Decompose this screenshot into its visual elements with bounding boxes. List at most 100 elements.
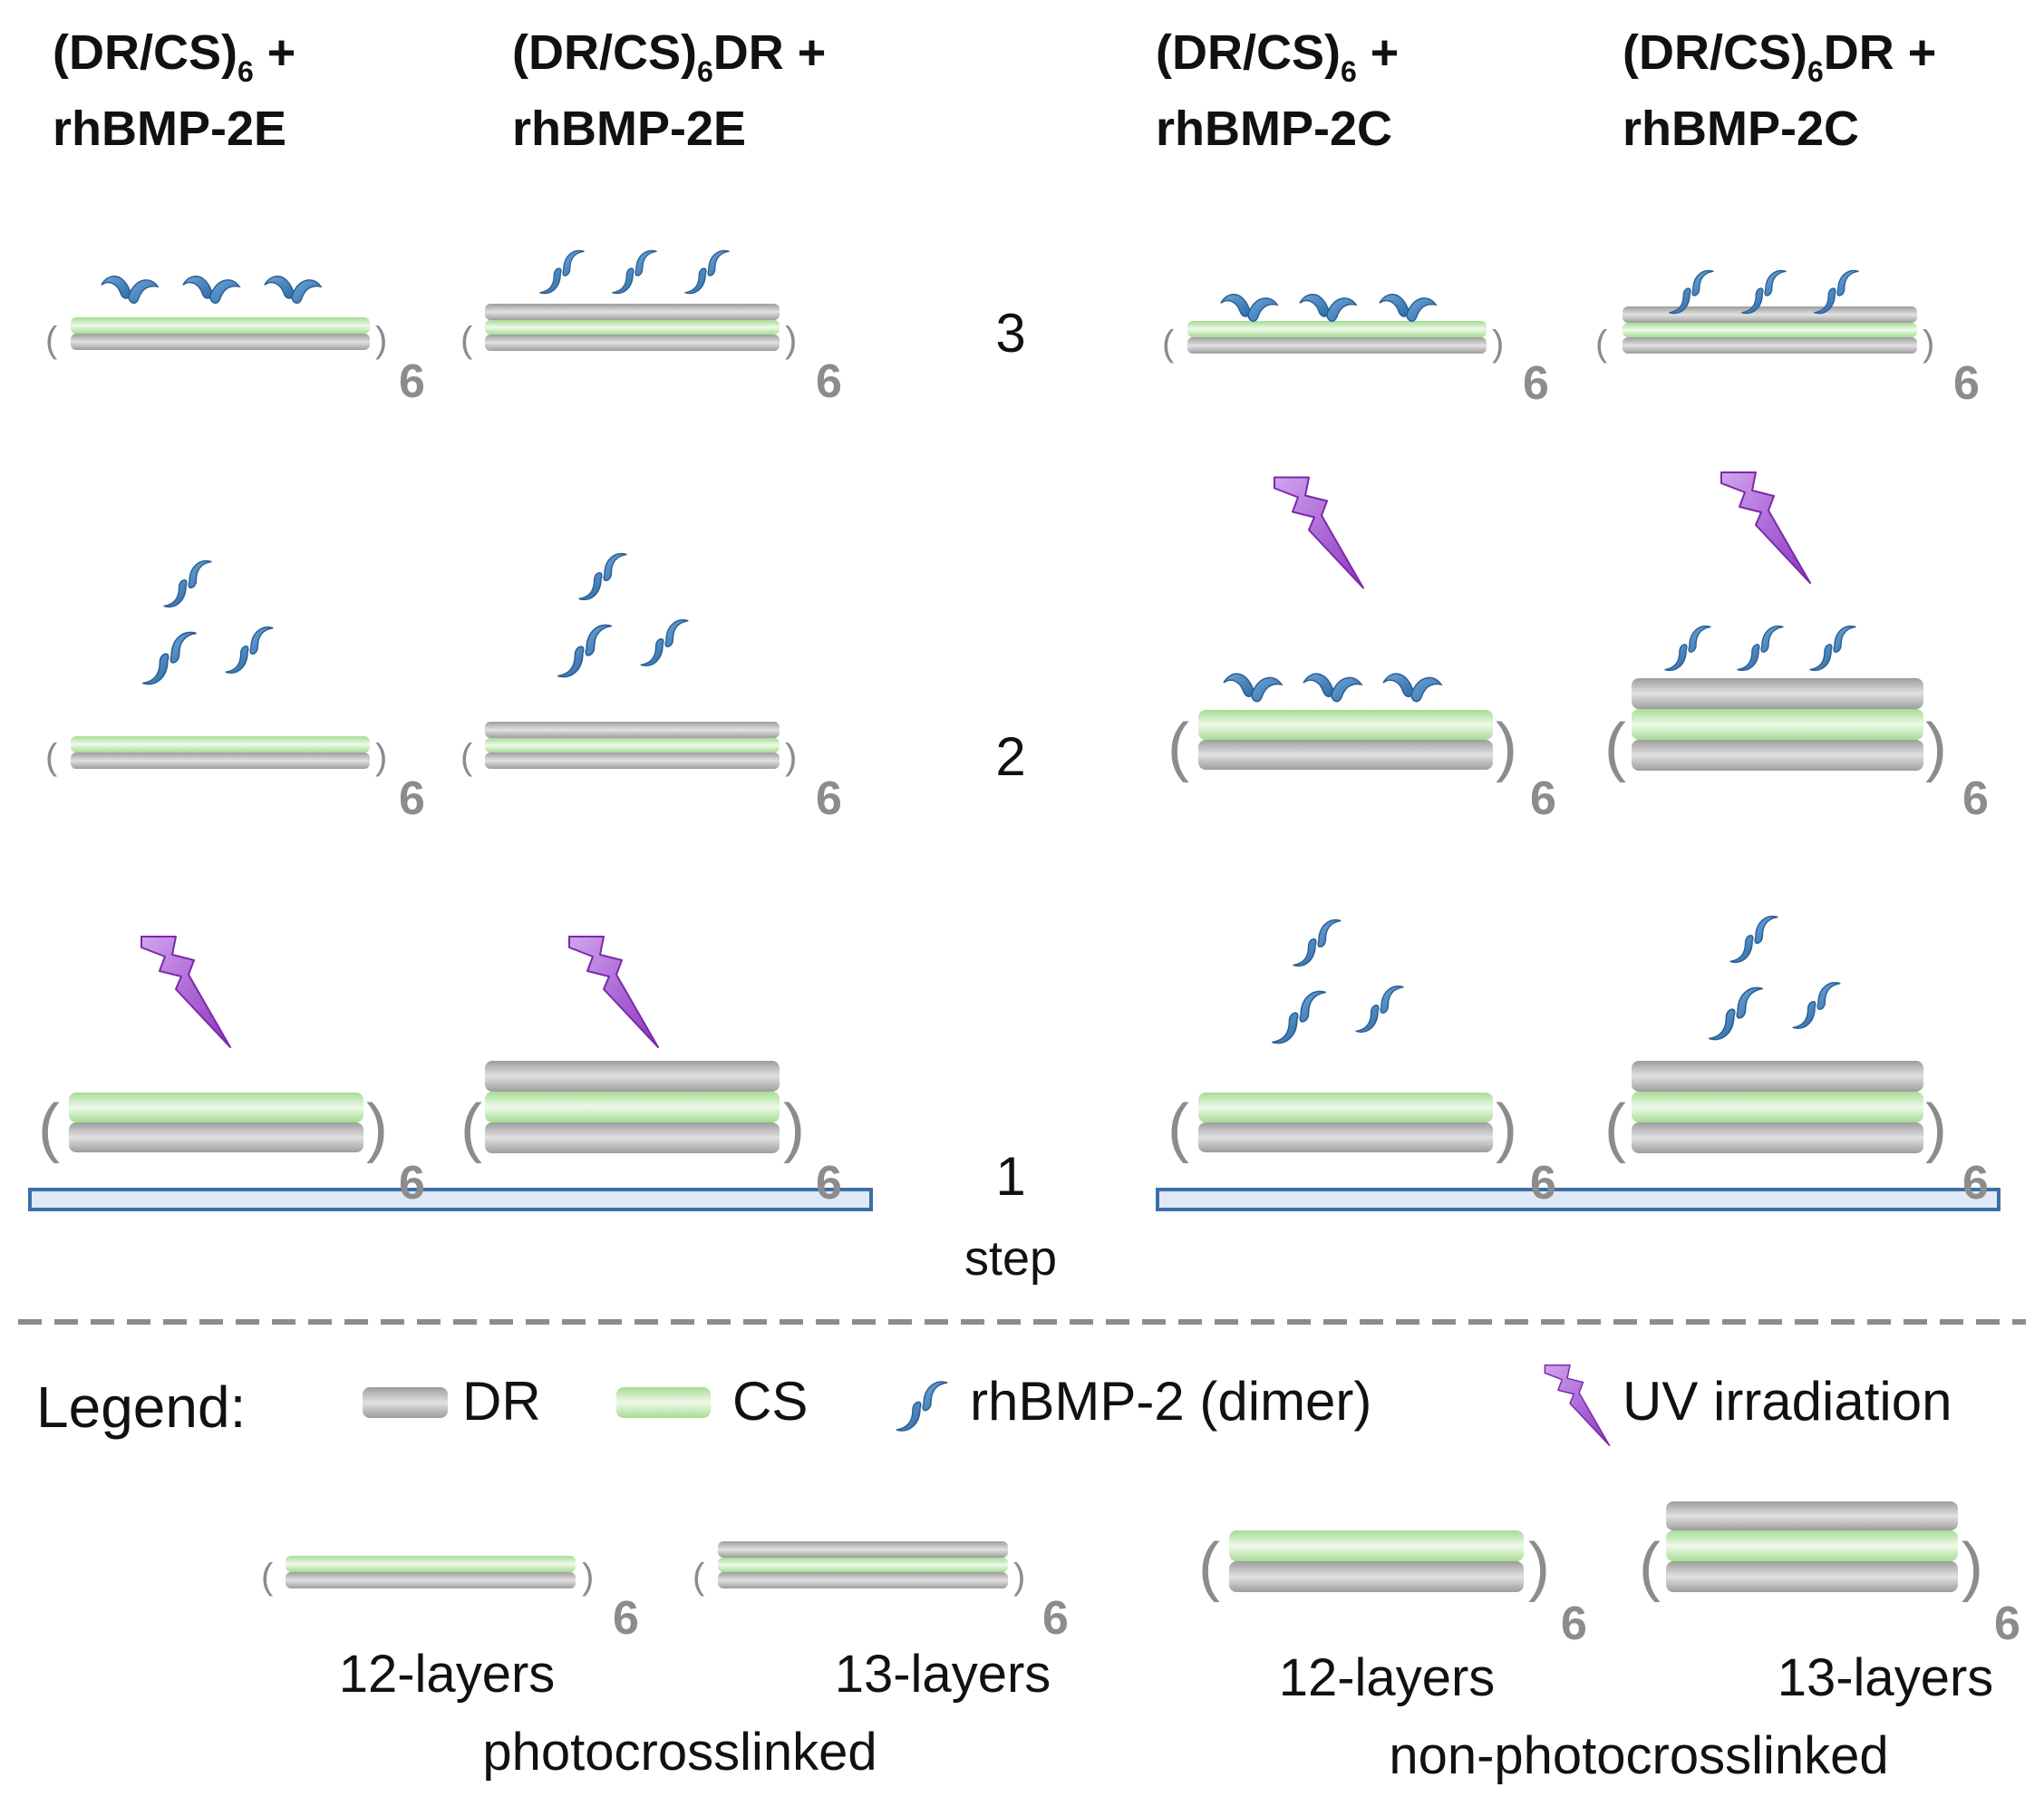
legend-dr-swatch	[363, 1387, 448, 1418]
bmp-dimer-icon	[264, 275, 322, 305]
svg-text:(: (	[693, 1557, 705, 1597]
film-thin-12-col3: ( ) 6	[1162, 321, 1549, 410]
bmp-dimer-icon	[162, 559, 213, 608]
column-headers: (DR/CS)6 + rhBMP-2E (DR/CS)6DR + rhBMP-2…	[53, 25, 1936, 156]
row-step-1: ( ) 6 ( ) 6 ( ) 6	[38, 915, 1989, 1209]
bmp-dimer-icon	[639, 618, 690, 667]
uv-bolt-icon	[1273, 476, 1365, 589]
legend: Legend: DR CS rhBMP-2 (dimer) UV irradia…	[36, 1364, 1952, 1447]
svg-text:6: 6	[1962, 772, 1989, 825]
key-thin-13: ( ) 6	[693, 1541, 1069, 1645]
svg-text:6: 6	[1530, 772, 1556, 825]
key-label-nonphotocrosslinked: non-photocrosslinked	[1389, 1726, 1888, 1785]
legend-bmp-label: rhBMP-2 (dimer)	[970, 1371, 1371, 1432]
step-1-number: 1	[995, 1146, 1025, 1207]
svg-text:6: 6	[613, 1592, 639, 1645]
svg-text:(: (	[1604, 1092, 1626, 1164]
svg-text:): )	[1528, 1530, 1550, 1603]
svg-text:6: 6	[399, 1157, 425, 1209]
film-thick-12-col3: ( ) 6	[1167, 710, 1556, 825]
svg-text:(: (	[1162, 324, 1175, 364]
bmp-dimer-icon	[1708, 986, 1764, 1041]
bmp-dimer-icon	[1382, 673, 1442, 703]
svg-text:): )	[785, 737, 797, 777]
key-thick-12: ( ) 6	[1198, 1530, 1587, 1650]
svg-text:(: (	[45, 320, 58, 360]
svg-text:(: (	[460, 320, 473, 360]
svg-text:6: 6	[1530, 1157, 1556, 1209]
svg-text:): )	[366, 1092, 388, 1164]
film-thin-13-col4: ( ) 6	[1595, 306, 1980, 410]
bmp-dimer-icon	[1220, 293, 1278, 323]
svg-text:(: (	[45, 737, 58, 777]
svg-text:6: 6	[816, 772, 842, 825]
key-label-12-nonphoto: 12-layers	[1279, 1648, 1496, 1707]
svg-text:): )	[1923, 324, 1934, 364]
svg-text:(: (	[1639, 1530, 1661, 1603]
svg-text:6: 6	[1523, 357, 1549, 410]
svg-text:6: 6	[1561, 1598, 1587, 1650]
svg-text:6: 6	[816, 1157, 842, 1209]
svg-text:): )	[375, 320, 387, 360]
bmp-dimer-icon	[1292, 918, 1342, 967]
column-header-4-line2: rhBMP-2C	[1623, 102, 1859, 156]
legend-title: Legend:	[36, 1374, 246, 1440]
bmp-dimer-icon	[1808, 625, 1857, 672]
film-thin-12-col1: ( ) 6	[45, 736, 425, 825]
legend-uv-label: UV irradiation	[1623, 1371, 1952, 1432]
key-label-12-photo: 12-layers	[339, 1645, 556, 1704]
legend-bmp-icon	[896, 1381, 948, 1432]
bmp-dimer-icon	[101, 275, 159, 305]
key-label-13-photo: 13-layers	[835, 1645, 1051, 1704]
svg-text:6: 6	[1953, 357, 1980, 410]
svg-text:6: 6	[1962, 1157, 1989, 1209]
film-thin-13-col2: ( ) 6	[460, 722, 842, 825]
svg-text:): )	[582, 1557, 594, 1597]
film-thick-13-col4: ( ) 6	[1604, 1061, 1989, 1209]
bmp-dimer-icon	[577, 552, 628, 601]
uv-bolt-icon	[1719, 471, 1812, 585]
step-2-number: 2	[995, 726, 1025, 787]
svg-text:): )	[1925, 1092, 1947, 1164]
svg-text:): )	[1492, 324, 1504, 364]
bmp-dimer-icon	[1379, 293, 1437, 323]
svg-text:): )	[783, 1092, 805, 1164]
key-thin-12: ( ) 6	[261, 1556, 639, 1645]
svg-text:(: (	[1167, 711, 1189, 783]
svg-text:(: (	[38, 1092, 60, 1164]
svg-text:): )	[1496, 1092, 1517, 1164]
key-thick-13: ( ) 6	[1639, 1501, 2020, 1650]
bmp-dimer-icon	[1271, 990, 1327, 1044]
film-thick-13-col4: ( ) 6	[1604, 678, 1989, 825]
svg-text:): )	[1013, 1557, 1025, 1597]
bmp-dimer-icon	[557, 624, 613, 678]
row-step-2: ( ) 6 ( ) 6 ( ) 6	[45, 471, 1989, 825]
film-thick-12-col3: ( ) 6	[1167, 1092, 1556, 1209]
key-label-13-nonphoto: 13-layers	[1778, 1648, 1994, 1707]
svg-text:(: (	[460, 737, 473, 777]
svg-text:(: (	[460, 1092, 482, 1164]
svg-text:6: 6	[399, 355, 425, 408]
column-header-4: (DR/CS)6DR +	[1623, 25, 1936, 88]
bmp-dimer-icon	[611, 249, 658, 295]
bmp-dimer-icon	[538, 249, 586, 295]
svg-text:(: (	[261, 1557, 274, 1597]
column-header-3: (DR/CS)6 +	[1156, 25, 1399, 88]
film-thin-13-col2: ( ) 6	[460, 304, 842, 408]
svg-text:6: 6	[399, 772, 425, 825]
step-3-number: 3	[995, 303, 1025, 364]
column-header-3-line2: rhBMP-2C	[1156, 102, 1392, 156]
legend-cs-swatch	[616, 1387, 711, 1418]
column-header-1-line2: rhBMP-2E	[53, 102, 286, 156]
bmp-dimer-icon	[1223, 673, 1283, 703]
substrate-right	[1156, 1188, 2000, 1211]
column-header-2-line2: rhBMP-2E	[512, 102, 746, 156]
bmp-dimer-icon	[1791, 981, 1842, 1030]
uv-bolt-icon	[140, 935, 232, 1049]
bottom-key: ( ) 6 ( ) 6 ( ) 6 ( )	[261, 1501, 2020, 1785]
step-labels: 3 2 1 step	[964, 303, 1057, 1286]
svg-text:): )	[1962, 1530, 1983, 1603]
bmp-dimer-icon	[1303, 673, 1362, 703]
key-label-photocrosslinked: photocrosslinked	[482, 1723, 877, 1782]
svg-text:): )	[1496, 711, 1517, 783]
